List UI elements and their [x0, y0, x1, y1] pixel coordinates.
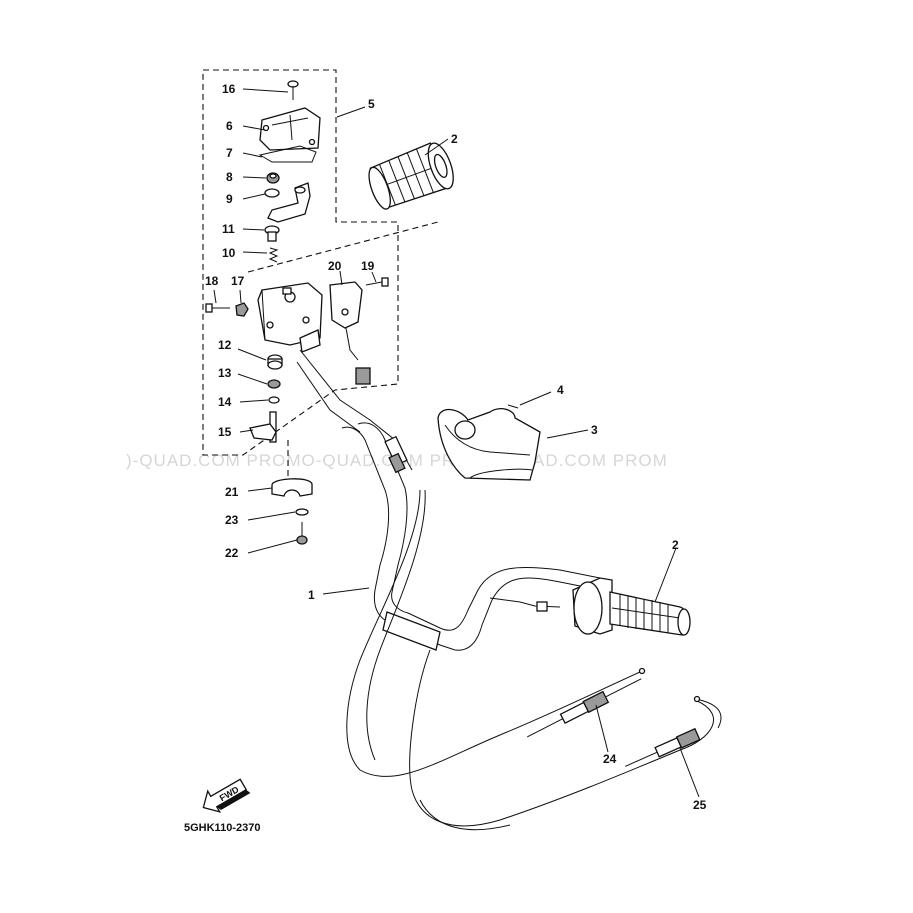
cable-adjuster-nut — [388, 452, 406, 474]
cover-screw-16 — [287, 80, 299, 100]
callout-11: 11 — [222, 222, 235, 236]
callout-20: 20 — [328, 259, 342, 273]
throttle-cable-24-b — [366, 489, 426, 761]
right-grip — [572, 577, 691, 636]
callout-17: 17 — [231, 274, 245, 288]
callout-3: 3 — [591, 423, 598, 437]
callout-19: 19 — [361, 259, 375, 273]
switch-20 — [329, 281, 371, 385]
right-cable-nut — [536, 601, 548, 612]
washer-9 — [264, 188, 280, 198]
callout-13: 13 — [218, 366, 232, 380]
brake-cable-25 — [409, 649, 715, 827]
washer-13 — [267, 379, 281, 389]
bolt-19 — [365, 277, 389, 287]
callout-2-lower: 2 — [672, 538, 679, 552]
cable-25-adjuster — [624, 727, 701, 767]
callout-4: 4 — [557, 383, 564, 397]
washer-14 — [268, 396, 280, 404]
handlebar-cover — [437, 408, 541, 481]
fwd-arrow-icon: FWD — [202, 778, 251, 813]
bolt-18 — [205, 303, 230, 313]
callout-18: 18 — [205, 274, 219, 288]
cable-25-end-nipple — [693, 695, 701, 703]
handlebar-center-pad — [382, 611, 441, 651]
cable-24-adjuster — [526, 678, 642, 738]
clamp-21 — [271, 478, 313, 497]
callout-6: 6 — [226, 119, 233, 133]
throttle-cable-24 — [346, 489, 641, 778]
cable-24-end — [638, 667, 646, 675]
callout-9: 9 — [226, 192, 233, 206]
callout-10: 10 — [222, 246, 236, 260]
spring-10 — [268, 247, 279, 263]
right-cable-fitting — [489, 597, 561, 608]
collar-11 — [264, 225, 280, 242]
cable-25-end — [699, 699, 722, 729]
callout-22: 22 — [225, 546, 239, 560]
leader-lines — [213, 88, 700, 798]
washer-23 — [295, 508, 309, 516]
shaft-15 — [249, 411, 277, 443]
callout-12: 12 — [218, 338, 232, 352]
lever-pivot — [294, 186, 306, 194]
nut-17 — [235, 302, 249, 317]
callout-25: 25 — [693, 798, 707, 812]
callout-14: 14 — [218, 395, 232, 409]
callout-21: 21 — [225, 485, 239, 499]
callout-2-upper: 2 — [451, 132, 458, 146]
callout-24: 24 — [603, 752, 617, 766]
diagram-code: 5GHK110-2370 — [184, 822, 260, 834]
handlebar — [341, 422, 601, 651]
callout-5: 5 — [368, 97, 375, 111]
bolt-22 — [296, 522, 308, 545]
nut-12 — [267, 354, 283, 370]
callout-8: 8 — [226, 170, 233, 184]
callouts: 1 2 2 3 4 5 6 7 8 9 10 11 12 13 14 15 16… — [205, 82, 707, 812]
cover-screw — [507, 404, 519, 409]
cable-upper-b — [296, 361, 361, 433]
callout-23: 23 — [225, 513, 239, 527]
callout-15: 15 — [218, 425, 232, 439]
housing-cover — [259, 107, 321, 151]
callout-1: 1 — [308, 588, 315, 602]
callout-7: 7 — [226, 146, 233, 160]
dashed-leader-grip — [247, 221, 439, 273]
left-grip — [368, 142, 454, 210]
callout-16: 16 — [222, 82, 236, 96]
nut-8 — [266, 172, 280, 184]
brake-cable-25-b — [419, 799, 511, 831]
cover-gasket — [258, 145, 317, 163]
throttle-assembly-outline — [202, 69, 399, 456]
throttle-housing — [257, 282, 323, 353]
